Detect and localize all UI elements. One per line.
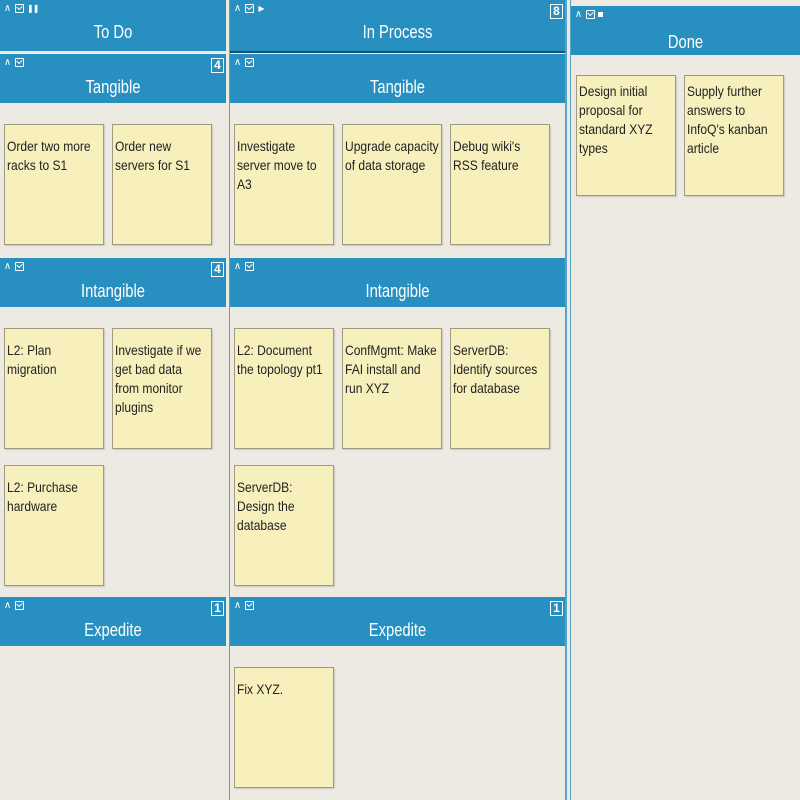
- lane-header-intangible: ∧ Intangible 4: [0, 258, 226, 307]
- kanban-card[interactable]: ServerDB: Identify sources for database: [450, 328, 550, 449]
- card-text: Investigate server move to A3: [237, 138, 317, 192]
- stop-icon[interactable]: [598, 12, 603, 17]
- kanban-card[interactable]: Order two more racks to S1: [4, 124, 104, 245]
- card-text: Fix XYZ.: [237, 681, 284, 697]
- rss-icon[interactable]: ∧: [3, 57, 12, 68]
- mail-icon[interactable]: [245, 601, 254, 610]
- wip-count-badge: 1: [550, 601, 563, 616]
- column-title: To Do: [93, 22, 133, 42]
- card-text: Design initial proposal for standard XYZ…: [579, 83, 653, 156]
- kanban-card[interactable]: Upgrade capacity of data storage: [342, 124, 442, 245]
- card-text: ServerDB: Design the database: [237, 479, 295, 533]
- rss-icon[interactable]: ∧: [233, 3, 242, 14]
- rss-icon[interactable]: ∧: [574, 9, 583, 20]
- card-text: L2: Plan migration: [7, 342, 57, 377]
- column-title: Done: [667, 32, 704, 52]
- lane-title: Intangible: [365, 281, 430, 301]
- lane-header-expedite: ∧ Expedite 1: [230, 597, 565, 646]
- lane-title: Expedite: [368, 620, 427, 640]
- column-title: In Process: [362, 22, 433, 42]
- rss-icon[interactable]: ∧: [233, 261, 242, 272]
- card-text: Order two more racks to S1: [7, 138, 91, 173]
- lane-header-expedite: ∧ Expedite 1: [0, 597, 226, 646]
- rss-icon[interactable]: ∧: [233, 57, 242, 68]
- lane-header-tangible: ∧ Tangible: [230, 54, 565, 103]
- card-text: L2: Document the topology pt1: [237, 342, 323, 377]
- kanban-card[interactable]: Debug wiki's RSS feature: [450, 124, 550, 245]
- wip-count-badge: 1: [211, 601, 224, 616]
- column-todo: ∧ ❚❚ To Do ∧ Tangible 4 Order two more r…: [0, 0, 226, 800]
- kanban-card[interactable]: ServerDB: Design the database: [234, 465, 334, 586]
- pause-icon[interactable]: ❚❚: [27, 4, 39, 13]
- mail-icon[interactable]: [15, 58, 24, 67]
- wip-count-badge: 8: [550, 4, 563, 19]
- mail-icon[interactable]: [245, 4, 254, 13]
- column-done: ∧ Done Design initial proposal for stand…: [570, 0, 800, 800]
- column-in-process: ∧ ▶ In Process 8 ∧ Tangible Investigate …: [229, 0, 567, 800]
- play-icon[interactable]: ▶: [258, 4, 265, 13]
- card-text: Order new servers for S1: [115, 138, 190, 173]
- rss-icon[interactable]: ∧: [3, 600, 12, 611]
- kanban-card[interactable]: Order new servers for S1: [112, 124, 212, 245]
- kanban-card[interactable]: Investigate server move to A3: [234, 124, 334, 245]
- kanban-card[interactable]: L2: Purchase hardware: [4, 465, 104, 586]
- mail-icon[interactable]: [15, 4, 24, 13]
- kanban-card[interactable]: Fix XYZ.: [234, 667, 334, 788]
- lane-header-tangible: ∧ Tangible 4: [0, 54, 226, 103]
- kanban-card[interactable]: Supply further answers to InfoQ's kanban…: [684, 75, 784, 196]
- kanban-card[interactable]: ConfMgmt: Make FAI install and run XYZ: [342, 328, 442, 449]
- column-header-todo: ∧ ❚❚ To Do: [0, 0, 226, 51]
- kanban-card[interactable]: L2: Plan migration: [4, 328, 104, 449]
- lane-title: Intangible: [80, 281, 146, 301]
- column-header-done: ∧ Done: [571, 6, 800, 55]
- column-header-in-process: ∧ ▶ In Process 8: [230, 0, 565, 53]
- rss-icon[interactable]: ∧: [3, 261, 12, 272]
- card-text: ServerDB: Identify sources for database: [453, 342, 538, 396]
- card-text: Debug wiki's RSS feature: [453, 138, 521, 173]
- card-text: Investigate if we get bad data from moni…: [115, 342, 202, 415]
- lane-title: Tangible: [370, 77, 425, 97]
- kanban-card[interactable]: Design initial proposal for standard XYZ…: [576, 75, 676, 196]
- lane-title: Expedite: [84, 620, 142, 640]
- wip-count-badge: 4: [211, 58, 224, 73]
- mail-icon[interactable]: [245, 262, 254, 271]
- card-text: Upgrade capacity of data storage: [345, 138, 439, 173]
- card-text: Supply further answers to InfoQ's kanban…: [687, 83, 768, 156]
- rss-icon[interactable]: ∧: [233, 600, 242, 611]
- mail-icon[interactable]: [245, 58, 254, 67]
- mail-icon[interactable]: [15, 262, 24, 271]
- kanban-card[interactable]: Investigate if we get bad data from moni…: [112, 328, 212, 449]
- mail-icon[interactable]: [15, 601, 24, 610]
- card-text: ConfMgmt: Make FAI install and run XYZ: [345, 342, 437, 396]
- mail-icon[interactable]: [586, 10, 595, 19]
- lane-header-intangible: ∧ Intangible: [230, 258, 565, 307]
- lane-title: Tangible: [85, 77, 141, 97]
- card-text: L2: Purchase hardware: [7, 479, 78, 514]
- rss-icon[interactable]: ∧: [3, 3, 12, 14]
- kanban-card[interactable]: L2: Document the topology pt1: [234, 328, 334, 449]
- wip-count-badge: 4: [211, 262, 224, 277]
